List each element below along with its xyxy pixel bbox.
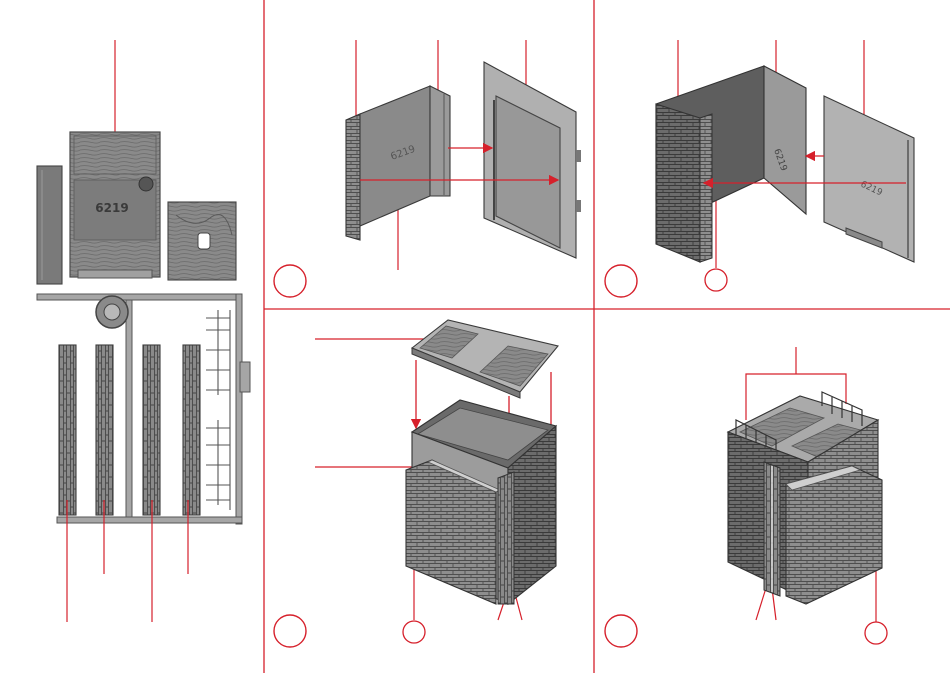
step-2-panel: 6219 6219: [605, 40, 914, 297]
sprue-railings: [206, 310, 230, 510]
sprue-brick-strip-4: [183, 345, 200, 515]
step-1-number-circle: [274, 265, 306, 297]
sprue-brick-strip-3: [143, 345, 160, 515]
step-2-brick-column: [656, 104, 700, 262]
step-3-callout-circle: [403, 621, 425, 643]
sprue-side-strip: [37, 166, 62, 284]
step-3-number-circle: [274, 615, 306, 647]
sprue-brick-strip-2: [96, 345, 113, 515]
parts-sprue: 6219: [37, 40, 250, 622]
step-2-back-wall-right: [764, 66, 806, 214]
sprue-part-number: 6219: [95, 201, 128, 215]
step-4-callout-circle: [865, 622, 887, 644]
step-3-panel: [274, 320, 558, 647]
step-1-panel: 6219: [274, 40, 581, 297]
step-4-number-circle: [605, 615, 637, 647]
step-3-corner-strip: [498, 472, 514, 604]
step-2-callout-circle: [705, 269, 727, 291]
step-2-number-circle: [605, 265, 637, 297]
step-1-brick-column: [346, 114, 360, 240]
step-4-panel: [605, 347, 887, 647]
sprue-brick-strip-1: [59, 345, 76, 515]
